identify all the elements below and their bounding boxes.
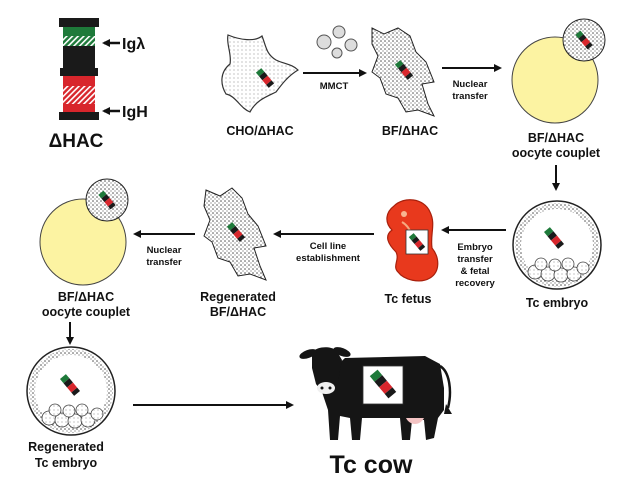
embryo-transfer-line3: & fetal: [460, 266, 489, 277]
regen-embryo-line2: Tc embryo: [35, 456, 98, 470]
hac-chromosome: [59, 18, 99, 120]
tc-embryo: [512, 200, 602, 290]
bf-couplet-2-line1: BF/ΔHAC: [58, 290, 114, 304]
cho-label: CHO/ΔHAC: [226, 124, 293, 138]
heavy-label: IgH: [122, 104, 148, 121]
bf-couplet-1-line2: oocyte couplet: [512, 146, 601, 160]
regen-embryo-line1: Regenerated: [28, 440, 104, 454]
tc-fetus-label: Tc fetus: [385, 292, 432, 306]
tc-cow-label: Tc cow: [330, 451, 413, 479]
cho-cell: [221, 34, 299, 113]
embryo-transfer-line1: Embryo: [457, 242, 493, 253]
tc-fetus: [386, 199, 439, 282]
nuclear-transfer-2-line1: Nuclear: [147, 245, 182, 256]
lambda-label: Igλ: [122, 36, 145, 53]
bf-couplet-2-line2: oocyte couplet: [42, 305, 131, 319]
nuclear-transfer-1-line1: Nuclear: [453, 79, 488, 90]
bf-cell: [371, 27, 436, 117]
tc-embryo-label: Tc embryo: [526, 296, 589, 310]
oocyte-couplet-2: [39, 178, 129, 286]
embryo-transfer-line4: recovery: [455, 278, 495, 289]
bf-label: BF/ΔHAC: [382, 124, 438, 138]
embryo-transfer-line2: transfer: [457, 254, 493, 265]
regen-bf-line1: Regenerated: [200, 290, 276, 304]
oocyte-couplet-1: [511, 18, 606, 124]
cell-line-line1: Cell line: [310, 241, 346, 252]
cell-line-line2: establishment: [296, 253, 361, 264]
nuclear-transfer-1-line2: transfer: [452, 91, 488, 102]
bf-couplet-1-line1: BF/ΔHAC: [528, 131, 584, 145]
regenerated-bf-cell: [203, 187, 267, 281]
tc-cow: [299, 347, 452, 440]
microcells: [316, 25, 358, 59]
regenerated-tc-embryo: [26, 346, 116, 436]
nuclear-transfer-2-line2: transfer: [146, 257, 182, 268]
mmct-label: MMCT: [320, 81, 349, 92]
hac-title: ΔHAC: [49, 131, 104, 152]
regen-bf-line2: BF/ΔHAC: [210, 305, 266, 319]
